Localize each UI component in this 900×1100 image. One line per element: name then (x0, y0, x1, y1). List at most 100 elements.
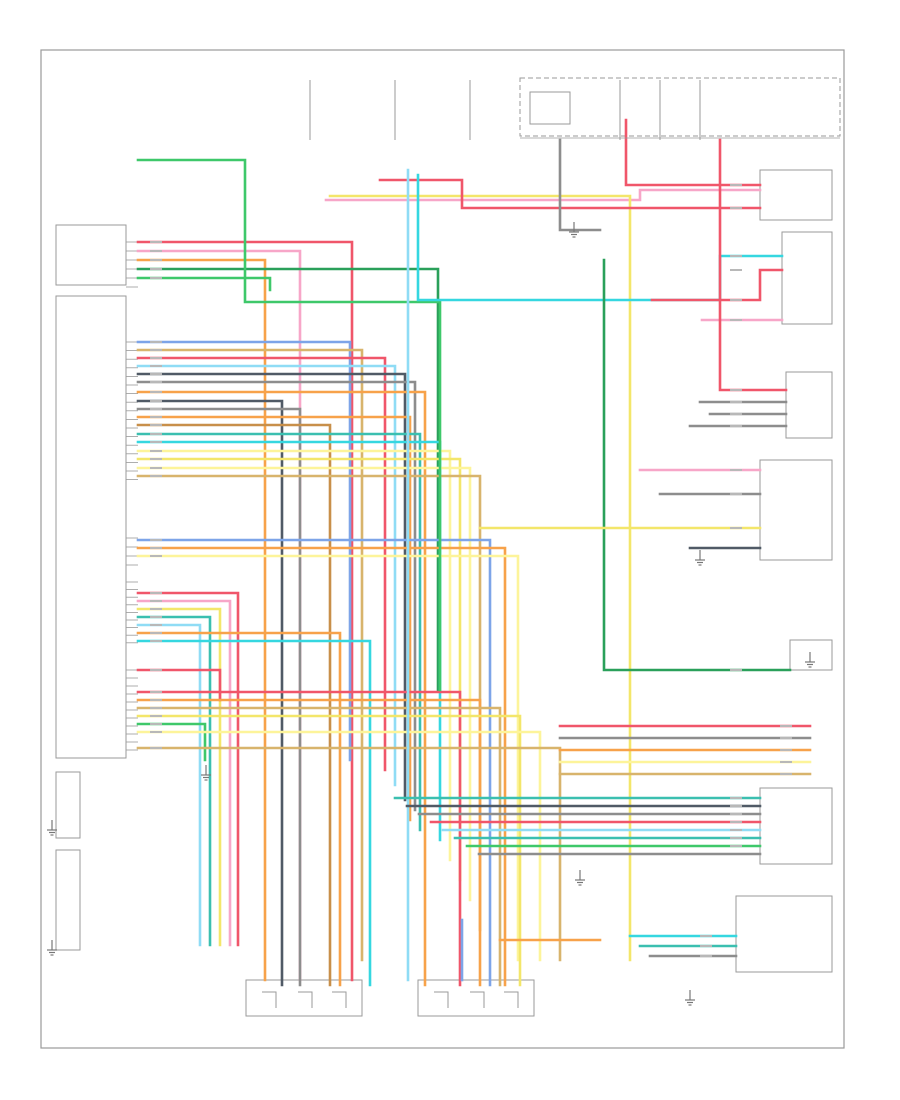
wire (136, 380, 417, 812)
wire (136, 340, 352, 762)
wire (136, 432, 422, 832)
wire-label-mark (730, 425, 742, 427)
wire (136, 698, 482, 987)
wire (136, 706, 502, 987)
connector-line (262, 991, 277, 1008)
wire-label-mark (730, 527, 742, 529)
ground-symbol (575, 870, 585, 886)
wire-label-mark (150, 381, 162, 383)
left-temp-actuator-box (245, 979, 363, 1017)
wire (136, 714, 522, 987)
wire-label-mark (730, 813, 742, 815)
wire-label-mark (730, 269, 742, 271)
component-outlines (55, 77, 841, 1017)
wire (378, 178, 762, 210)
wire (136, 258, 267, 982)
wire-label-mark (150, 715, 162, 717)
wire-label-mark (150, 731, 162, 733)
wire-label-mark (730, 493, 742, 495)
wire (136, 240, 354, 982)
wire-label-mark (150, 475, 162, 477)
ground-symbol (695, 550, 705, 566)
wire-label-mark (150, 400, 162, 402)
wire-label-mark (780, 773, 792, 775)
wire (136, 390, 427, 987)
wire-label-mark (150, 365, 162, 367)
wire-label-mark (730, 669, 742, 671)
ground-group (47, 222, 815, 1006)
wire-label-mark (150, 467, 162, 469)
wire (136, 538, 492, 987)
wire-label-mark (780, 737, 792, 739)
ground-symbol (805, 652, 815, 668)
wire-label-mark (730, 805, 742, 807)
wire-label-mark (150, 458, 162, 460)
wire-label-mark (150, 691, 162, 693)
wire-label-mark (150, 391, 162, 393)
diagram-frame (40, 49, 845, 1049)
wire (624, 118, 762, 187)
wire-label-mark (150, 640, 162, 642)
wire-label-mark (700, 935, 712, 937)
wire-label-mark (730, 299, 742, 301)
wire (324, 188, 762, 202)
hvac-harness-box (759, 787, 833, 865)
wire-label-mark (780, 761, 792, 763)
wire-label-mark (150, 616, 162, 618)
wire-label-mark (150, 608, 162, 610)
ground-symbol (685, 990, 695, 1006)
wire (136, 158, 442, 692)
label-group (150, 184, 792, 957)
right-temp-actuator-box (417, 979, 535, 1017)
wire (136, 449, 452, 862)
wire-label-mark (150, 349, 162, 351)
wire-label-mark (150, 277, 162, 279)
wire (136, 423, 332, 987)
wire (136, 639, 372, 987)
wire-label-mark (730, 401, 742, 403)
wire-label-mark (150, 433, 162, 435)
ground-symbol (569, 222, 579, 238)
wire-label-mark (150, 669, 162, 671)
blend-door-relay-box (759, 169, 833, 221)
wire (136, 372, 407, 802)
wire-label-mark (780, 725, 792, 727)
wire (136, 607, 222, 947)
wire-label-mark (730, 829, 742, 831)
dual-zone-module-box (55, 771, 81, 839)
connector-line (504, 991, 519, 1008)
wire (136, 546, 507, 987)
wire-label-mark (150, 416, 162, 418)
wire-label-mark (150, 268, 162, 270)
connector-line (470, 991, 485, 1008)
ground-symbol (201, 765, 211, 781)
wire (136, 364, 397, 787)
wire (136, 348, 364, 962)
ignition-switch-box (529, 91, 571, 125)
wire (136, 591, 240, 947)
fuse-block-box (519, 77, 841, 137)
wire-label-mark (730, 845, 742, 847)
wire-label-mark (150, 341, 162, 343)
wire (136, 407, 302, 987)
wire-label-mark (730, 255, 742, 257)
wire (136, 276, 272, 292)
wire-label-mark (150, 707, 162, 709)
connector-line (434, 991, 449, 1008)
wire (136, 267, 440, 692)
wire (136, 474, 482, 932)
wire (136, 631, 342, 987)
connector-line (298, 991, 313, 1008)
wire-label-mark (150, 723, 162, 725)
wire-label-mark (150, 250, 162, 252)
wire-label-mark (730, 413, 742, 415)
wire-label-mark (150, 555, 162, 557)
wire-label-mark (150, 624, 162, 626)
wire-label-mark (730, 207, 742, 209)
wire (650, 268, 784, 302)
ground-symbol (47, 820, 57, 836)
front-control-module-box (55, 295, 127, 759)
wire (136, 554, 520, 962)
wire (416, 173, 784, 302)
wire-label-mark (150, 241, 162, 243)
